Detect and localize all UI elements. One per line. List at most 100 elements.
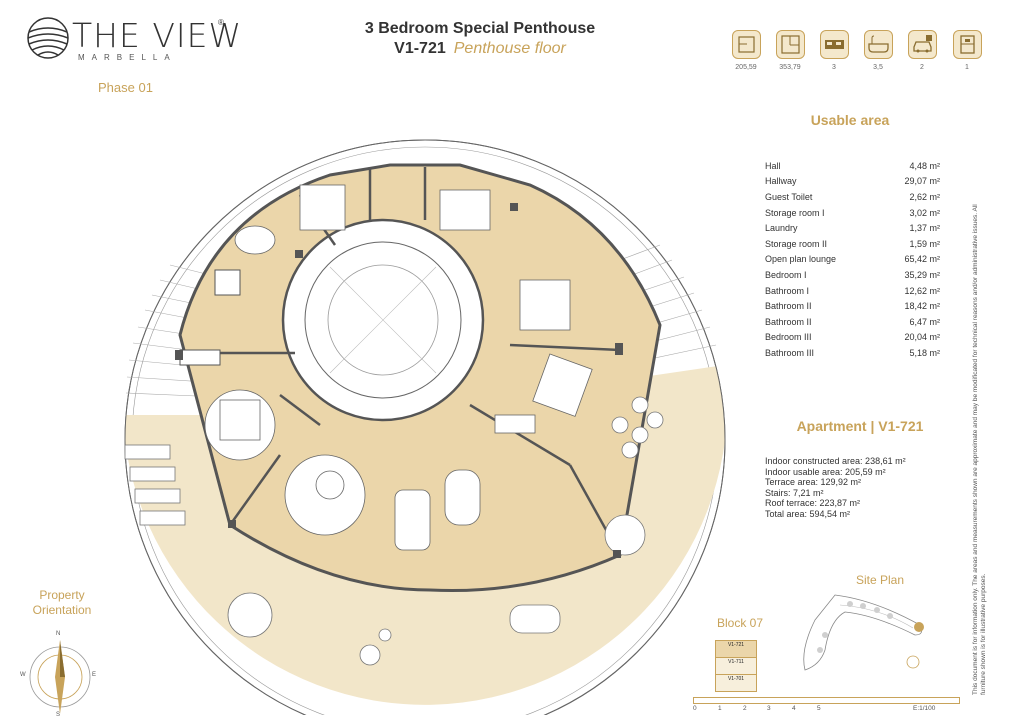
apartment-summary: Indoor constructed area: 238,61 m² Indoo… (765, 456, 906, 519)
disclaimer-text: This document is for information only. T… (972, 204, 987, 695)
room-area: 2,62 m² (909, 191, 940, 202)
kitchen-island (444, 469, 481, 526)
scale-tick: 1 (718, 705, 722, 712)
room-name: Hallway (765, 176, 797, 187)
summary-line: Indoor constructed area: 238,61 m² (765, 456, 906, 466)
compass-w: W (20, 672, 26, 678)
room-area: 35,29 m² (904, 269, 940, 280)
room-name: Bathroom II (765, 301, 812, 312)
wall-piers (175, 203, 623, 558)
block-level: V1-701 (727, 676, 745, 682)
summary-line: Terrace area: 129,92 m² (765, 477, 862, 487)
bathrooms-value: 3,5 (873, 64, 883, 71)
room-name: Open plan lounge (765, 254, 837, 265)
room-area: 29,07 m² (904, 176, 940, 187)
summary-line: Roof terrace: 223,87 m² (765, 498, 861, 508)
block-level-active: V1-721 (716, 641, 756, 658)
bed-icon (820, 30, 849, 59)
room-name: Bathroom III (765, 347, 815, 358)
disclaimer: This document is for information only. T… (972, 180, 987, 700)
usable-area-title: Usable area (810, 112, 890, 128)
dining-table (394, 489, 431, 551)
scale-tick: 0 (693, 705, 697, 712)
floor-plan (124, 139, 726, 715)
phase-label: Phase 01 (98, 80, 153, 95)
storage-value: 1 (965, 64, 969, 71)
globe-icon (27, 17, 69, 59)
room-area: 1,59 m² (909, 238, 940, 249)
compass-icon (29, 640, 91, 714)
brand-subtitle: MARBELLA (78, 53, 177, 62)
unit-code: V1-721 (394, 40, 446, 57)
block-diagram: V1-721 V1-711 V1-701 (715, 640, 757, 692)
orientation-title-line: Property (39, 588, 85, 602)
room-area: 65,42 m² (904, 254, 940, 265)
usable-area-table: Hall 4,48 m² Hallway 29,07 m² Guest Toilet… (765, 158, 940, 361)
indoor-area-value: 205,59 (735, 64, 757, 71)
summary-line: Total area: 594,54 m² (765, 508, 851, 519)
room-area: 1,37 m² (909, 223, 940, 234)
room-area: 3,02 m² (909, 207, 940, 218)
room-name: Storage room I (765, 207, 825, 218)
apartment-title: Apartment | V1-721 (796, 418, 924, 434)
bath-icon (864, 30, 893, 59)
site-location-marker (914, 622, 924, 632)
brand-name: THE VIEW (72, 16, 243, 55)
table-row: Bathroom III 5,18 m² (765, 345, 940, 361)
bedrooms-value: 3 (832, 64, 836, 71)
table-row: Open plan lounge 65,42 m² (765, 252, 940, 268)
compass-n: N (56, 631, 61, 637)
page-title: 3 Bedroom Special Penthouse (364, 20, 596, 37)
scale-tick: 5 (817, 705, 821, 712)
scale-tick: 3 (767, 705, 771, 712)
table-row: Storage room II 1,59 m² (765, 236, 940, 252)
room-area: 4,48 m² (909, 160, 940, 171)
brand-reg: ® (218, 18, 224, 27)
page-subtitle: V1-721 Penthouse floor (330, 40, 630, 58)
floor-label: Penthouse floor (453, 40, 566, 57)
indoor-area-icon (732, 30, 761, 59)
scale-tick: 4 (792, 705, 796, 712)
room-area: 6,47 m² (909, 316, 940, 327)
terrace-furniture (124, 396, 664, 666)
orientation-title: Property Orientation (20, 588, 104, 618)
table-row: Hallway 29,07 m² (765, 174, 940, 190)
table-row: Bedroom I 35,29 m² (765, 267, 940, 283)
room-name: Hall (765, 160, 781, 171)
site-compass-icon (906, 655, 920, 669)
stairs-left (214, 269, 241, 296)
block-level: V1-711 (716, 658, 756, 675)
room-name: Guest Toilet (765, 191, 813, 202)
car-icon (908, 30, 937, 59)
room-name: Bathroom II (765, 316, 812, 327)
table-row: Storage room I 3,02 m² (765, 205, 940, 221)
compass-e: E (92, 672, 97, 678)
table-row: Hall 4,48 m² (765, 158, 940, 174)
parking-value: 2 (920, 64, 924, 71)
table-row: Guest Toilet 2,62 m² (765, 189, 940, 205)
bathroom-right (439, 189, 491, 231)
total-area-value: 353,79 (779, 64, 801, 71)
room-name: Bedroom I (765, 269, 807, 280)
compass-s: S (56, 712, 61, 718)
site-plan-map (803, 594, 924, 671)
scale-bar (693, 697, 960, 704)
room-area: 20,04 m² (904, 332, 940, 343)
room-name: Storage room II (765, 238, 828, 249)
bathroom-left (299, 184, 346, 231)
room-name: Bathroom I (765, 285, 810, 296)
bathtub (234, 225, 276, 255)
room-area: 18,42 m² (904, 301, 940, 312)
brand-logo (26, 16, 226, 66)
storage-icon (953, 30, 982, 59)
summary-line: Stairs: 7,21 m² (765, 487, 824, 498)
room-area: 5,18 m² (909, 347, 940, 358)
table-row: Bathroom II 6,47 m² (765, 314, 940, 330)
table-row: Bathroom I 12,62 m² (765, 283, 940, 299)
room-area: 12,62 m² (904, 285, 940, 296)
scale-tick: 2 (743, 705, 747, 712)
summary-line: Indoor usable area: 205,59 m² (765, 466, 886, 477)
bed-1 (519, 279, 571, 331)
